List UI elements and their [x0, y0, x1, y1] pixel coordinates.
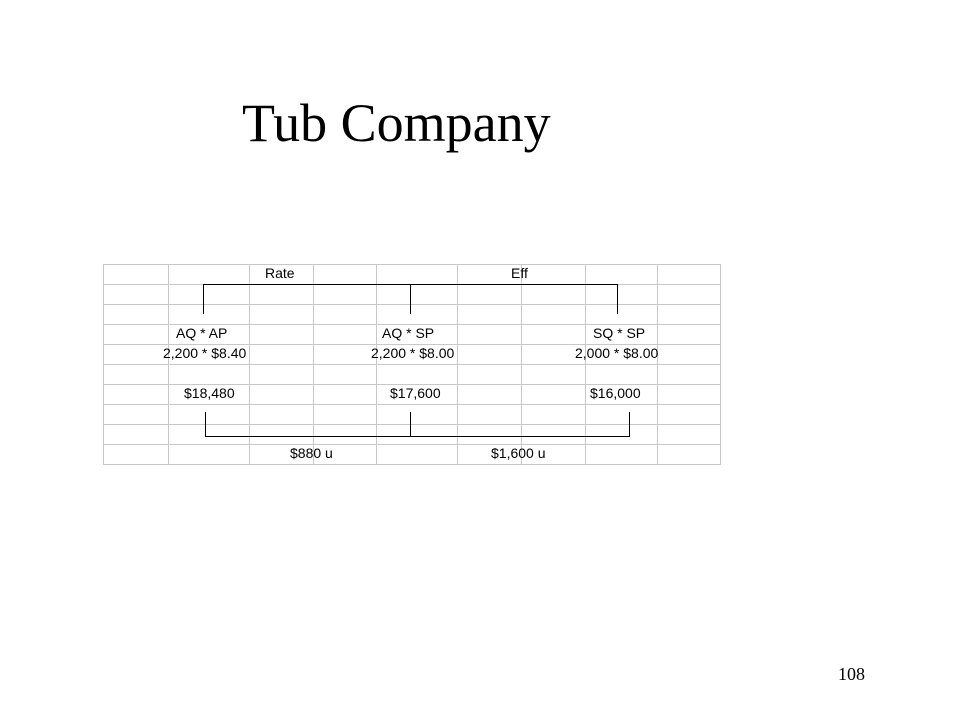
spreadsheet-table [103, 264, 721, 465]
grid-row [103, 304, 721, 325]
grid-row [103, 324, 721, 345]
grid-row [103, 284, 721, 305]
variance-grid: Rate Eff AQ * AP AQ * SP SQ * SP 2,200 *… [103, 264, 721, 465]
page-number: 108 [838, 664, 865, 684]
grid-row [103, 384, 721, 405]
grid-row [103, 444, 721, 465]
grid-row [103, 404, 721, 425]
grid-row [103, 264, 721, 285]
grid-row [103, 344, 721, 365]
grid-row [103, 424, 721, 445]
grid-row [103, 364, 721, 385]
slide-title: Tub Company [242, 93, 551, 153]
